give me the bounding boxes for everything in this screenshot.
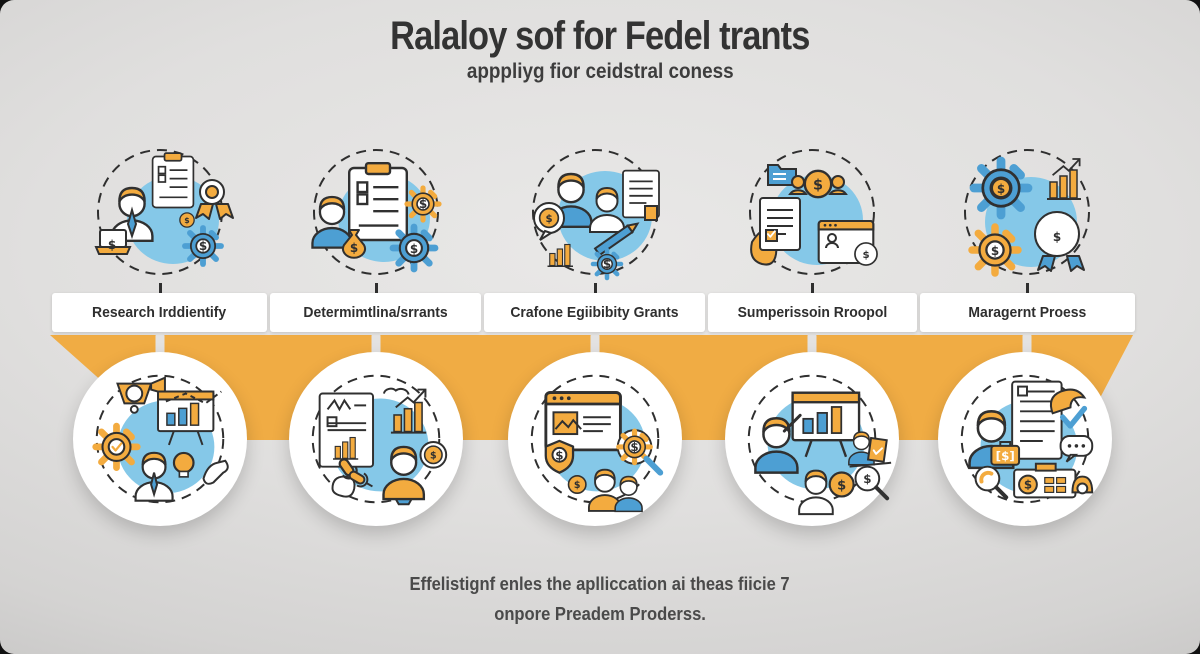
step-label-5: Maragernt Proess xyxy=(920,293,1135,332)
svg-text:$: $ xyxy=(603,257,611,271)
review-document-briefcase-approval-icon: [$] $ xyxy=(938,352,1112,526)
report-growth-chart-microphone-icon xyxy=(289,352,463,526)
strategy-chart-approval-gear-icon xyxy=(73,352,247,526)
svg-text:[$]: [$] xyxy=(996,449,1015,463)
page-title: Ralaloy sof for Fedel trants xyxy=(390,14,810,58)
svg-text:$: $ xyxy=(555,448,563,462)
step-label-2: Determimtlina/srrants xyxy=(270,293,481,332)
svg-text:$: $ xyxy=(1024,477,1032,491)
connector-tick xyxy=(158,283,162,293)
footer-caption: Effelistignf enles the aplliccation ai t… xyxy=(0,574,1200,634)
svg-text:$: $ xyxy=(630,440,638,454)
svg-text:$: $ xyxy=(419,197,427,211)
svg-text:$: $ xyxy=(1053,230,1061,244)
gears-growth-chart-award-icon: $ $ $ xyxy=(937,132,1117,292)
footer-line-2: onpore Preadem Proderss. xyxy=(494,604,706,624)
webpage-search-shield-team-icon: $ $ xyxy=(508,352,682,526)
connector-tick xyxy=(593,283,597,293)
page-subtitle: apppliyg fior ceidstral coness xyxy=(466,60,734,83)
header: Ralaloy sof for Fedel trants apppliyg fi… xyxy=(0,14,1200,84)
svg-text:$: $ xyxy=(199,239,207,253)
researcher-laptop-checklist-award-icon: $ $ xyxy=(70,132,250,292)
connector-tick xyxy=(374,283,378,293)
team-document-pencil-funds-icon: $ xyxy=(505,132,685,292)
connector-tick xyxy=(1025,283,1029,293)
svg-text:$: $ xyxy=(991,244,999,258)
checklist-moneybag-dollar-gears-icon: $ $ xyxy=(286,132,466,292)
svg-text:$: $ xyxy=(863,472,871,486)
svg-text:$: $ xyxy=(108,238,116,252)
svg-text:$: $ xyxy=(410,242,418,256)
footer-line-1: Effelistignf enles the aplliccation ai t… xyxy=(409,574,791,594)
step-label-3: Crafone Egiibibity Grants xyxy=(484,293,705,332)
step-label-4: Sumperissoin Rroopol xyxy=(708,293,917,332)
step-label-1: Research Irddientify xyxy=(52,293,267,332)
svg-text:$: $ xyxy=(997,182,1005,196)
hand-checklist-folder-webform-icon xyxy=(722,132,902,292)
presentation-audience-coins-icon: $ xyxy=(725,352,899,526)
connector-tick xyxy=(810,283,814,293)
